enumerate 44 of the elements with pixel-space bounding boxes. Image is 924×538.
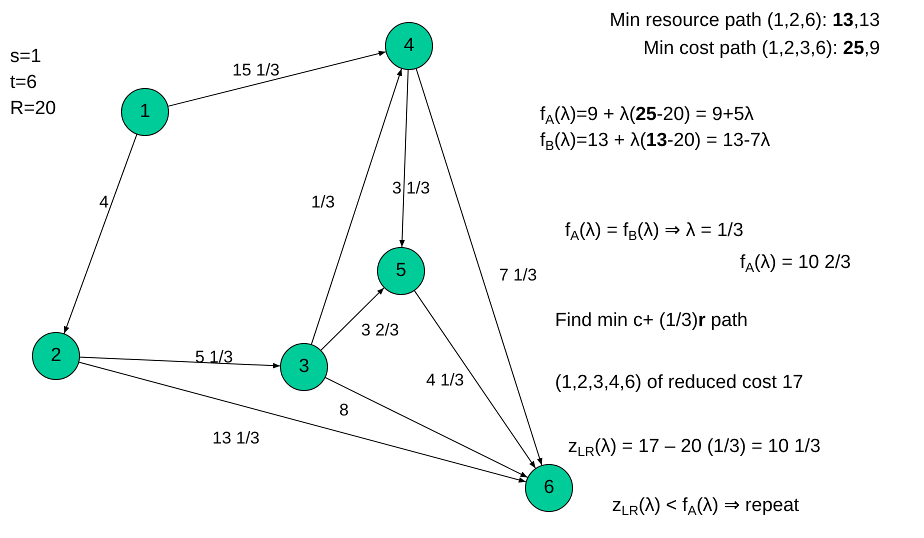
node-number: 3 (298, 356, 310, 378)
node-number: 2 (50, 345, 62, 367)
edge-label: 4 1/3 (426, 372, 464, 388)
node-circle (377, 247, 425, 295)
arrow (79, 356, 281, 368)
arrow (320, 287, 384, 351)
edge-label: 3 2/3 (361, 322, 399, 338)
node-circle (385, 22, 433, 70)
edge-label: 13 1/3 (212, 430, 260, 446)
arrow (416, 68, 542, 466)
edge-label: 4 (99, 194, 109, 210)
arrow (310, 68, 402, 345)
node-circle (280, 343, 328, 391)
note-text: Min cost path (1,2,3,6): 25,9 (643, 38, 880, 60)
arrow (414, 290, 536, 469)
node-number: 1 (140, 101, 150, 123)
note-text: Min resource path (1,2,6): 13,13 (610, 10, 880, 32)
arrow (399, 69, 409, 248)
note-text: z$_{LR}$(λ) < f$_{A}$(λ) ⇒ repeat (612, 495, 800, 517)
edge-label: 3 1/3 (392, 180, 430, 196)
arrow (64, 134, 138, 334)
node-number: 4 (404, 35, 414, 57)
note-text: f$_{A}$(λ) = 10 2/3 (740, 252, 851, 274)
edge-label: 8 (339, 402, 349, 418)
note-text: Find min c+ (1/3)r path (555, 310, 748, 332)
node-circle (32, 332, 80, 380)
note-text: t=6 (10, 72, 37, 94)
note-text: (1,2,3,4,6) of reduced cost 17 (555, 372, 804, 394)
edge-label: 15 1/3 (232, 62, 280, 78)
arrow (325, 377, 528, 478)
node-number: 6 (544, 477, 554, 499)
edge-label: 7 1/3 (499, 266, 537, 284)
node-circle (121, 88, 169, 136)
note-text: R=20 (10, 98, 56, 120)
arrow (168, 50, 386, 107)
note-text: s=1 (10, 46, 42, 68)
note-text: f$_{B}$(λ)=13 + λ(13-20) = 13-7λ (540, 130, 770, 152)
note-text: z$_{LR}$(λ) = 17 – 20 (1/3) = 10 1/3 (568, 436, 821, 458)
arrow (78, 362, 526, 483)
node-number: 5 (396, 260, 406, 282)
node-circle (525, 464, 573, 512)
note-text: f$_{A}$(λ) = f$_{B}$(λ) ⇒ λ = 1/3 (565, 220, 744, 242)
edge-label: 1/3 (311, 194, 335, 210)
note-text: f$_{A}$(λ)=9 + λ(25-20) = 9+5λ (540, 104, 754, 126)
